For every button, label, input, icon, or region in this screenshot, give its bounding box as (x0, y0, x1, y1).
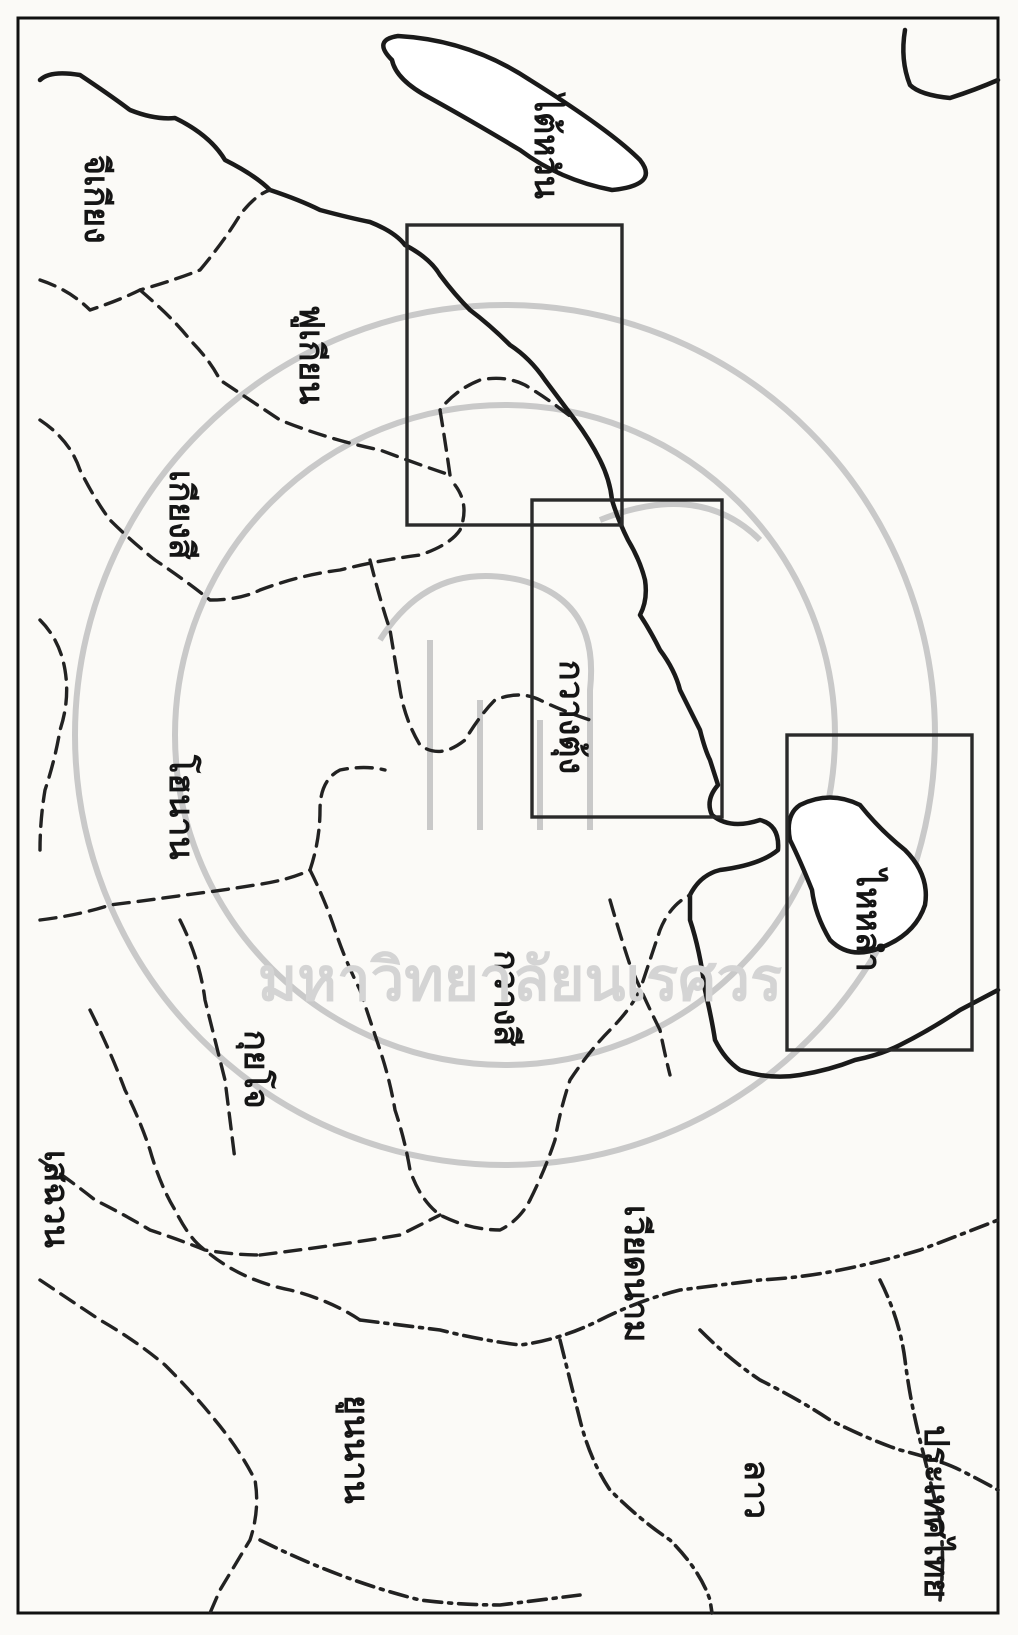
border-anhui-north (38, 418, 466, 602)
border-fujian-guangdong (438, 376, 577, 477)
china-coastline (37, 71, 1001, 1079)
map-frame (16, 16, 1000, 1615)
border-vietnam-laos (558, 1338, 714, 1615)
border-zhejiang-fujian (38, 188, 272, 312)
inset-box-hainan (785, 733, 974, 1052)
border-guizhou-yunnan (88, 1008, 362, 1322)
hainan-island (786, 795, 929, 955)
border-guangxi-guangdong (308, 868, 532, 1232)
border-guizhou-guangxi (258, 1213, 442, 1257)
border-yunnan-south (258, 1538, 582, 1607)
inset-box-fujian (405, 223, 624, 527)
label-zhejiang: จีเกียง (76, 155, 116, 244)
border-fujian-jiangxi (138, 288, 452, 477)
border-jiangxi-guangdong (368, 558, 592, 754)
watermark-text: มหาวิทยาลัยนเรศวร (258, 945, 783, 1015)
label-fujian: ฟูเกียน (290, 305, 331, 404)
coast-fragment-ne (901, 27, 1001, 101)
label-yunnan: ยูนนาน (335, 1395, 376, 1504)
border-thailand-north (878, 1278, 945, 1602)
border-guangxi-internal (608, 898, 672, 1077)
border-laos-thailand (698, 1328, 1000, 1492)
label-guangxi: กวางสี (486, 950, 526, 1046)
border-guizhou-sichuan (38, 1158, 262, 1257)
inset-box-guangdong (530, 498, 724, 819)
label-hunan: โฮนาน (161, 754, 202, 860)
border-sichuan-yunnan (38, 1278, 259, 1615)
label-sichuan: เสฉวน (36, 1150, 76, 1248)
border-hunan-guangxi (38, 765, 387, 922)
label-taiwan: ไต้หวัน (526, 92, 567, 199)
border-hunan-jiangxi (38, 618, 69, 852)
border-guangdong-guangxi-south (528, 893, 692, 1202)
label-thailand: ประเทศไทย (916, 1425, 957, 1598)
label-vietnam: เวียดนาม (616, 1205, 656, 1342)
taiwan-island (381, 33, 649, 193)
border-china-vietnam (358, 1218, 1000, 1347)
label-guangdong: กวางตุ้ง (550, 660, 591, 774)
label-laos: ลาว (736, 1460, 776, 1519)
label-hainan: ไหหลำ (848, 867, 889, 972)
border-north-hunan (178, 918, 237, 1162)
label-jiangxi: เกียงสี (161, 470, 201, 560)
label-guizhou: กุยโจ (235, 1030, 277, 1109)
